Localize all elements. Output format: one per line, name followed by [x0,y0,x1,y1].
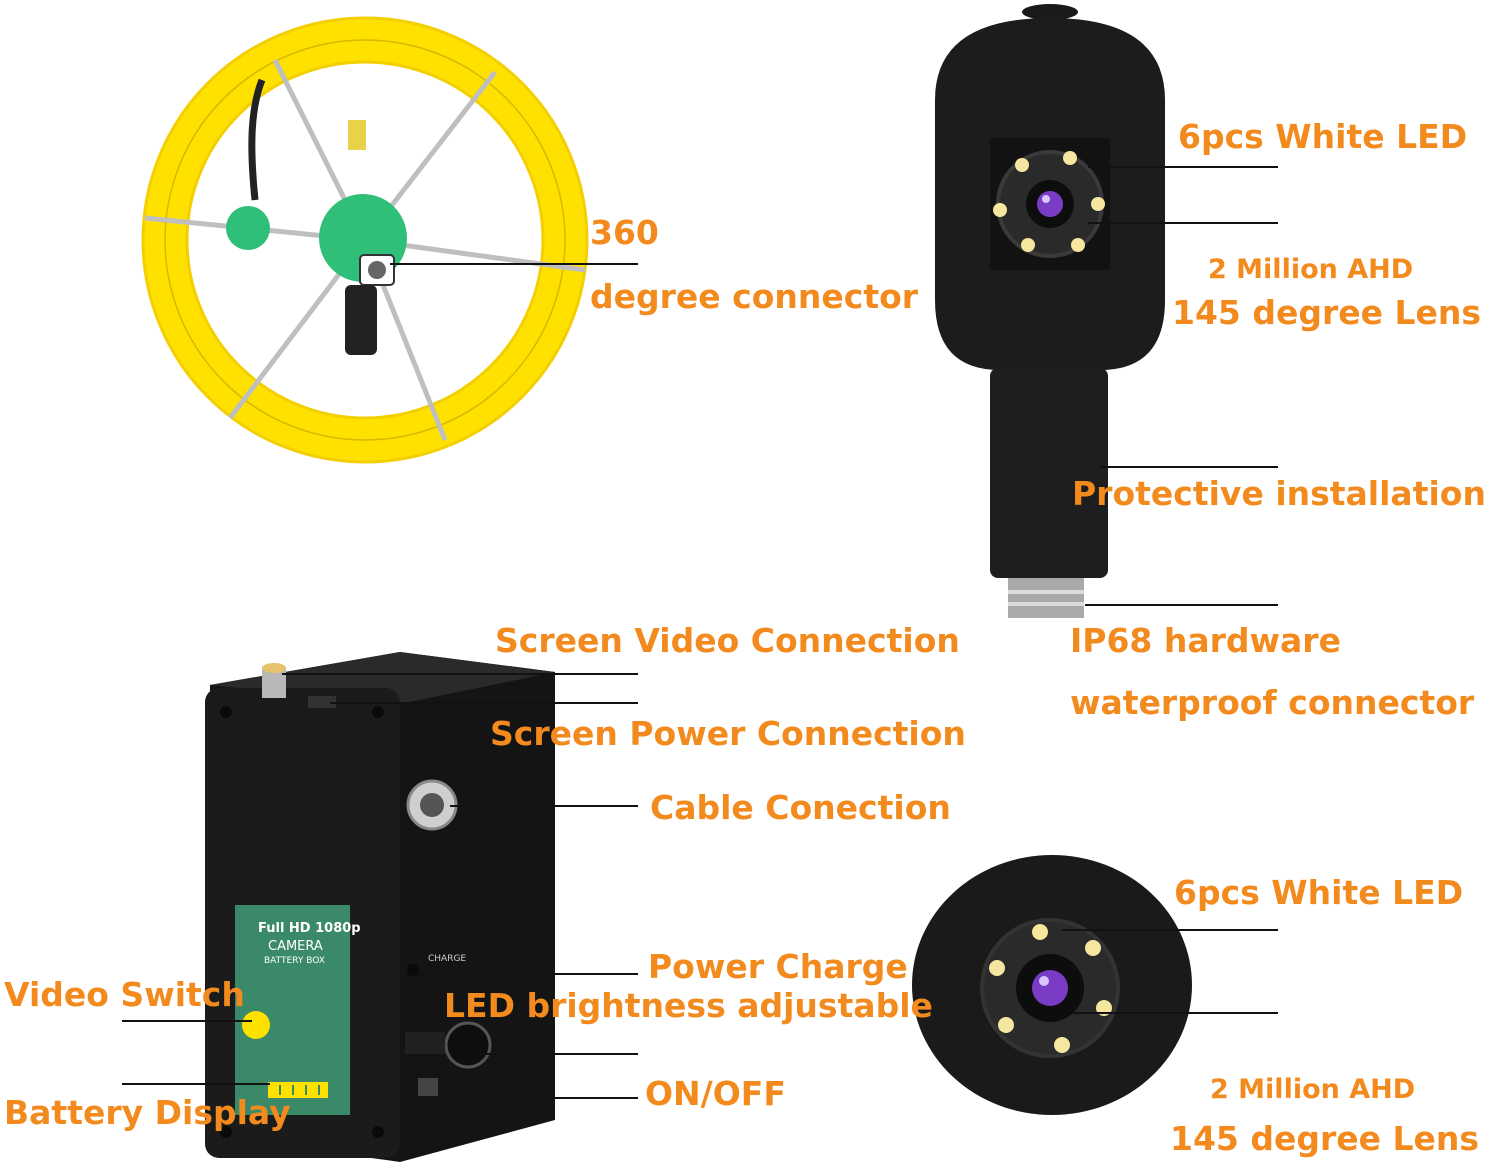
small-hub [226,206,270,250]
leader-front-lens [1072,1012,1278,1014]
charge-port [407,964,419,976]
side-leds [993,151,1105,252]
leader-screen-power [330,702,638,704]
video-switch-button [242,1011,270,1039]
camera-front-image [912,855,1192,1115]
panel-subtitle: CAMERA [268,939,323,954]
power-switch [418,1078,438,1096]
leader-power-charge [418,973,638,975]
leader-front-led [1062,929,1278,931]
reel-connector-label-line2: degree connector [590,277,919,316]
leader-led-brightness [480,1053,638,1055]
side-led-label: 6pcs White LED [1178,117,1468,156]
leader-battery-display [122,1083,270,1085]
battery-display-bar [268,1082,328,1098]
leader-side-lens [1088,222,1278,224]
video-switch-label: Video Switch [4,975,245,1014]
charge-text: CHARGE [428,954,467,964]
front-ahd-label: 2 Million AHD [1210,1074,1416,1105]
battery-box-image [205,652,555,1162]
protective-installation-label: Protective installation [1072,474,1486,513]
leader-ip68 [1085,604,1278,606]
screen-power-label: Screen Power Connection [490,714,966,753]
cable-connection-label: Cable Conection [650,788,951,827]
reel-plug [345,285,377,355]
leader-video-switch [122,1020,252,1022]
ip68-label-line1: IP68 hardware [1070,621,1341,660]
led-brightness-label: LED brightness adjustable [444,986,933,1025]
leader-onoff [440,1097,638,1099]
power-port [308,696,336,708]
leader-protect [1100,466,1278,468]
on-off-label: ON/OFF [645,1074,786,1113]
leader-screen-video [282,673,638,675]
side-ahd-label: 2 Million AHD [1208,254,1414,285]
camera-side-image [935,4,1165,618]
front-led-label: 6pcs White LED [1174,873,1464,912]
front-lens-label: 145 degree Lens [1170,1119,1480,1158]
reel-connector-label-line1: 360 [590,213,659,252]
waterproof-connector [1008,578,1084,618]
power-charge-label: Power Charge [648,947,908,986]
leader-side-led [1088,166,1278,168]
cable-reel-image [141,16,589,464]
side-lens-label: 145 degree Lens [1172,293,1482,332]
leader-cable [450,805,638,807]
panel-title: Full HD 1080p [258,921,361,936]
brightness-knob [444,1021,492,1069]
camera-neck [990,368,1108,578]
battery-box-panel [235,905,350,1115]
panel-subtitle2: BATTERY BOX [264,956,325,966]
leader-360 [390,263,638,265]
battery-display-label: Battery Display [4,1093,291,1132]
ip68-label-line2: waterproof connector [1070,683,1475,722]
screen-video-label: Screen Video Connection [495,621,960,660]
